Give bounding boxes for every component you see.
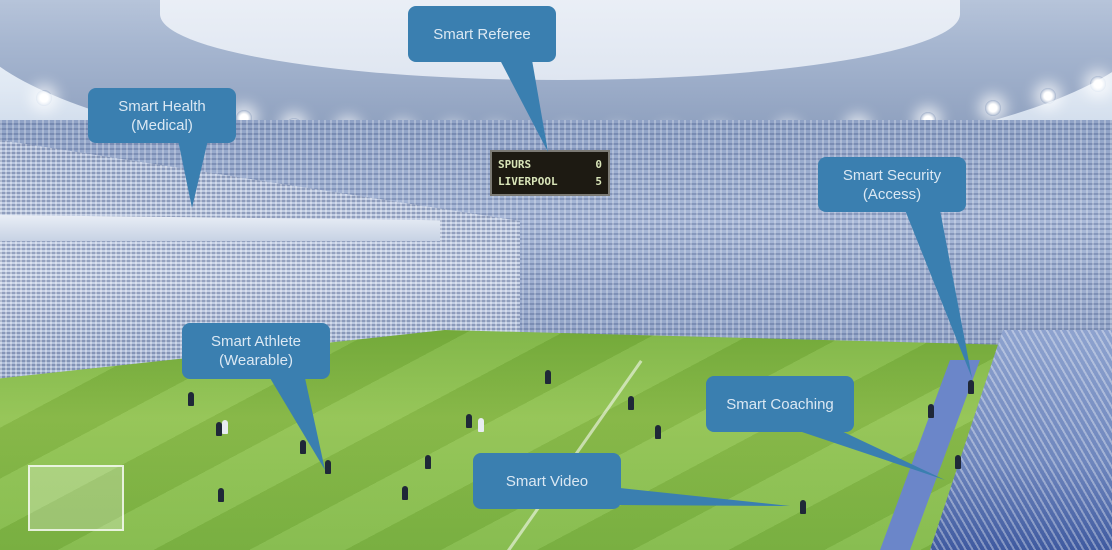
floodlight-icon <box>985 100 1001 116</box>
player <box>300 440 306 454</box>
callout-smart-athlete[interactable]: Smart Athlete (Wearable) <box>182 323 330 379</box>
player <box>222 420 228 434</box>
callout-sublabel: (Medical) <box>131 116 193 134</box>
away-score: 5 <box>595 175 602 188</box>
player <box>402 486 408 500</box>
goal <box>28 465 124 531</box>
home-team: SPURS <box>498 158 532 171</box>
scoreboard-row-home: SPURS 0 <box>498 156 602 173</box>
callout-label: Smart Referee <box>433 25 531 43</box>
player <box>466 414 472 428</box>
player <box>478 418 484 432</box>
callout-smart-referee[interactable]: Smart Referee <box>408 6 556 62</box>
player <box>800 500 806 514</box>
away-team: LIVERPOOL <box>498 175 558 188</box>
callout-sublabel: (Access) <box>862 185 922 203</box>
home-score: 0 <box>595 158 602 171</box>
scoreboard: SPURS 0 LIVERPOOL 5 <box>490 150 610 196</box>
callout-label: Smart Video <box>505 472 589 490</box>
callout-smart-security[interactable]: Smart Security (Access) <box>818 157 966 212</box>
callout-smart-video[interactable]: Smart Video <box>473 453 621 509</box>
player <box>628 396 634 410</box>
callout-label: Smart Health <box>118 97 206 115</box>
player <box>218 488 224 502</box>
floodlight-icon <box>1040 88 1056 104</box>
player <box>968 380 974 394</box>
player <box>216 422 222 436</box>
player <box>325 460 331 474</box>
callout-smart-health[interactable]: Smart Health (Medical) <box>88 88 236 143</box>
scoreboard-row-away: LIVERPOOL 5 <box>498 173 602 190</box>
player <box>545 370 551 384</box>
player <box>425 455 431 469</box>
player <box>188 392 194 406</box>
callout-label: Smart Athlete <box>210 333 302 350</box>
callout-label: Smart Security <box>842 166 942 184</box>
player <box>655 425 661 439</box>
floodlight-icon <box>36 90 52 106</box>
player <box>955 455 961 469</box>
floodlight-icon <box>1090 76 1106 92</box>
callout-label: Smart Coaching <box>726 395 834 413</box>
callout-smart-coaching[interactable]: Smart Coaching <box>706 376 854 432</box>
callout-sublabel: (Wearable) <box>219 352 293 369</box>
player <box>928 404 934 418</box>
